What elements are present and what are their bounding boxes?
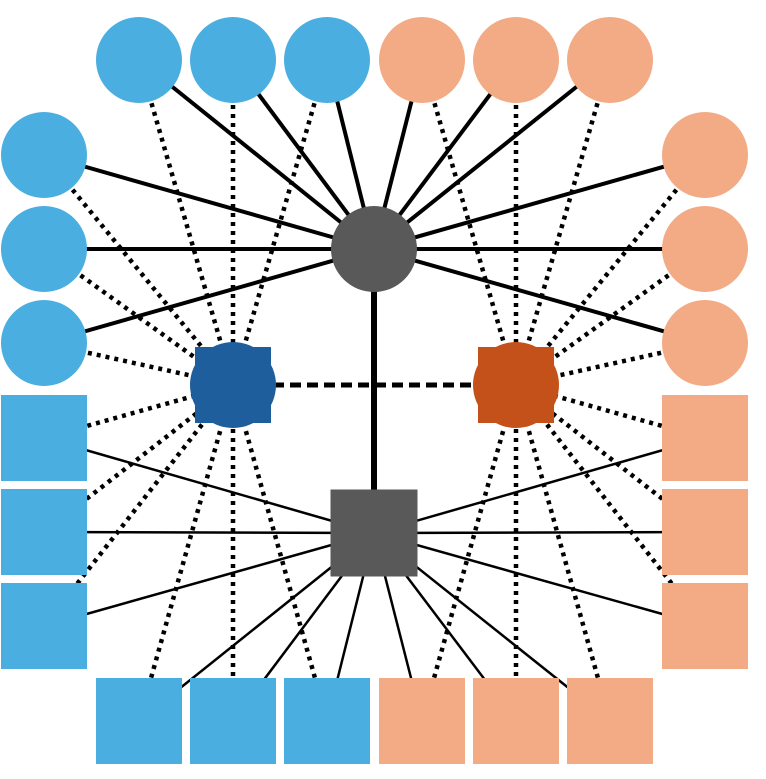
blue-circle-node-3 <box>284 17 370 103</box>
hub-circle-node <box>331 206 417 292</box>
orange-square-node-5 <box>473 678 559 764</box>
blue-square-solid-edge-1 <box>43 436 375 535</box>
blue-circle-node-5 <box>1 206 87 292</box>
blue-square-node-1 <box>1 395 87 481</box>
orange-circle-dotted-edge-1 <box>419 59 519 386</box>
blue-circle-node-2 <box>190 17 276 103</box>
orange-square-node-1 <box>662 395 748 481</box>
orange-circle-dotted-edge-3 <box>513 59 613 386</box>
blue-square-node-4 <box>96 678 182 764</box>
orange-square-node-3 <box>662 583 748 669</box>
hub-square-node <box>330 489 418 577</box>
blue-circle-node-6 <box>1 300 87 386</box>
edges-layer <box>42 58 707 722</box>
orange-circle-node-3 <box>567 17 653 103</box>
orange-square-dotted-edge-6 <box>513 384 613 722</box>
orange-circle-node-5 <box>662 206 748 292</box>
blue-circle-solid-edge-4 <box>43 153 375 251</box>
orange-square-node-2 <box>662 489 748 575</box>
orange-circle-node-6 <box>662 300 748 386</box>
hub-orange-node-circle <box>473 342 559 428</box>
blue-square-dotted-edge-4 <box>136 384 236 722</box>
orange-circle-node-1 <box>379 17 465 103</box>
blue-square-solid-edge-2 <box>43 530 375 535</box>
orange-square-dotted-edge-4 <box>419 384 519 722</box>
blue-square-dotted-edge-3 <box>42 383 235 628</box>
blue-square-node-2 <box>1 489 87 575</box>
orange-square-node-6 <box>567 678 653 764</box>
blue-square-solid-edge-3 <box>43 531 375 628</box>
blue-circle-node-4 <box>1 112 87 198</box>
blue-circle-node-1 <box>96 17 182 103</box>
orange-circle-solid-edge-3 <box>372 58 612 251</box>
nodes-layer <box>1 17 748 764</box>
orange-square-node-4 <box>379 678 465 764</box>
blue-square-node-6 <box>284 678 370 764</box>
orange-circle-node-4 <box>662 112 748 198</box>
hub-blue-node-circle <box>190 342 276 428</box>
orange-square-dotted-edge-3 <box>514 383 707 628</box>
blue-circle-dotted-edge-1 <box>136 59 236 386</box>
orange-square-solid-edge-1 <box>373 436 706 535</box>
blue-circle-solid-edge-1 <box>137 58 376 251</box>
orange-square-solid-edge-2 <box>373 530 706 535</box>
blue-circle-solid-edge-6 <box>43 247 375 345</box>
blue-circle-dotted-edge-3 <box>230 59 330 386</box>
orange-square-solid-edge-3 <box>373 531 706 628</box>
orange-circle-node-2 <box>473 17 559 103</box>
orange-circle-solid-edge-6 <box>373 247 706 345</box>
blue-square-dotted-edge-6 <box>230 384 330 722</box>
orange-circle-solid-edge-4 <box>373 153 706 251</box>
blue-square-node-5 <box>190 678 276 764</box>
blue-square-node-3 <box>1 583 87 669</box>
